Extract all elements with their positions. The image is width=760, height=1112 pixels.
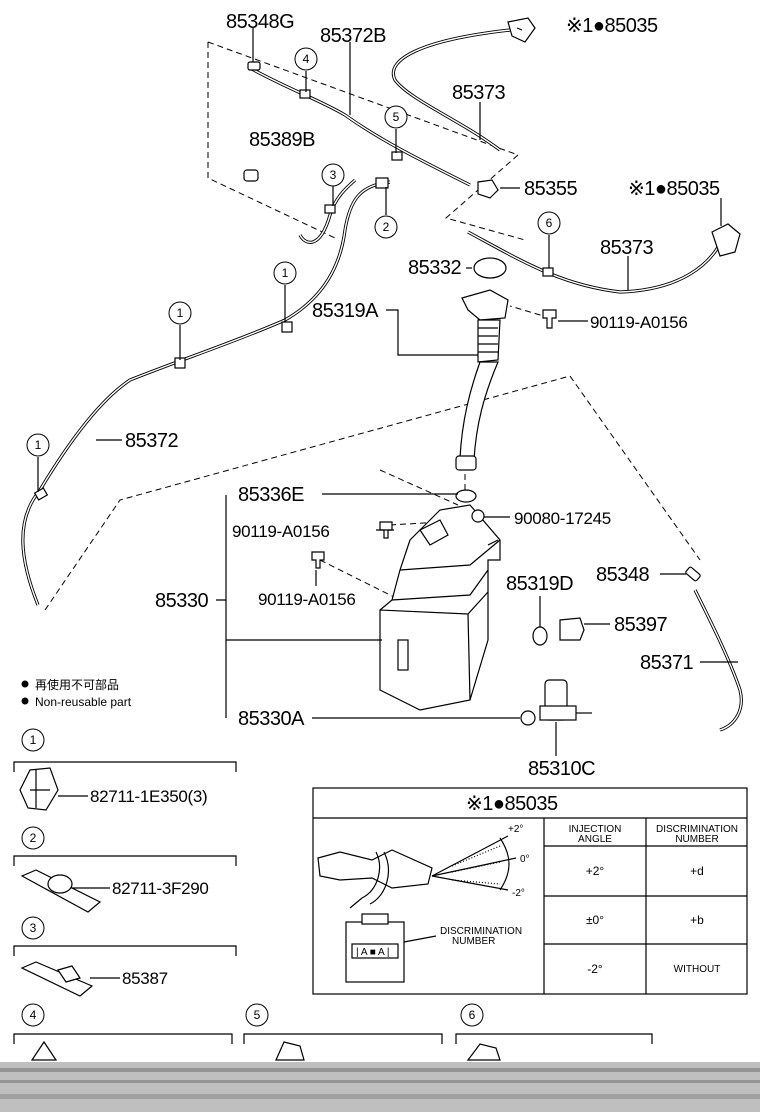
part-labels: 85348G 85372B ※1●85035 85373 85389B 8535…: [125, 11, 720, 780]
label-85371: 85371: [640, 652, 693, 674]
angle-plus: +2°: [508, 824, 523, 835]
svg-text:1: 1: [282, 266, 289, 280]
label-85389b: 85389B: [249, 129, 315, 151]
grommet-85319d: [532, 626, 548, 646]
bottom-scan-noise: [0, 1062, 760, 1112]
clip-detail-5: 5: [243, 1003, 443, 1061]
nozzle-85035-right: [711, 223, 741, 257]
row1-angle: +2°: [586, 864, 605, 878]
row1-number: +d: [690, 864, 704, 878]
clip-detail-4: 4: [13, 1003, 233, 1061]
svg-text:1: 1: [177, 306, 184, 320]
sensor-85397: [559, 617, 585, 641]
legend: 再使用不可部品 Non-reusable part: [21, 677, 132, 709]
label-85373-top: 85373: [452, 82, 505, 104]
header-number-l1: DISCRIMINATION: [656, 824, 738, 835]
clip-detail-2: 2 82711-3F290: [13, 826, 237, 913]
label-85348: 85348: [596, 564, 649, 586]
legend-english: Non-reusable part: [35, 695, 132, 709]
label-85348g: 85348G: [226, 11, 294, 33]
row3-angle: -2°: [587, 962, 603, 976]
label-90119-a0156-b: 90119-A0156: [232, 522, 330, 541]
bolt-90119-a: [542, 309, 557, 329]
clip-2-part: 82711-3F290: [112, 879, 209, 898]
label-85330a: 85330A: [238, 708, 305, 730]
disc-mark: | A ■ A |: [356, 947, 389, 958]
label-85355: 85355: [524, 178, 577, 200]
hose-85373-top: [391, 28, 511, 152]
svg-text:6: 6: [546, 216, 553, 230]
disc-label-l2: NUMBER: [452, 936, 495, 947]
svg-text:2: 2: [30, 831, 37, 845]
svg-text:4: 4: [30, 1008, 37, 1022]
row2-angle: ±0°: [586, 913, 604, 927]
hose-clips: [33, 89, 554, 501]
row2-number: +b: [690, 913, 704, 927]
label-85319a: 85319A: [312, 300, 379, 322]
angle-minus: -2°: [512, 888, 525, 899]
label-85319d: 85319D: [506, 573, 573, 595]
label-85330: 85330: [155, 590, 208, 612]
svg-text:2: 2: [383, 220, 390, 234]
hose-85373-right: [467, 230, 724, 294]
clip-detail-6: 6: [455, 1003, 653, 1061]
label-85336e: 85336E: [238, 484, 304, 506]
filler-neck: [455, 257, 509, 503]
label-85332: 85332: [408, 257, 461, 279]
label-85035-right: ※1●85035: [628, 178, 720, 200]
label-85397: 85397: [614, 614, 667, 636]
hose-85372b: [249, 66, 471, 187]
svg-text:5: 5: [393, 110, 400, 124]
svg-text:5: 5: [254, 1008, 261, 1022]
nozzle-85035-top: [507, 17, 536, 43]
angle-zero: 0°: [520, 854, 530, 865]
svg-text:1: 1: [30, 733, 37, 747]
label-85310c: 85310C: [528, 758, 595, 780]
label-90119-a0156-a: 90119-A0156: [590, 313, 688, 332]
label-85372b: 85372B: [320, 25, 386, 47]
clip-1-part: 82711-1E350(3): [90, 787, 207, 806]
reservoir-85330: [379, 504, 501, 711]
row3-number: WITHOUT: [674, 964, 721, 975]
svg-text:1: 1: [35, 438, 42, 452]
svg-text:3: 3: [30, 921, 37, 935]
label-85035-top: ※1●85035: [566, 15, 658, 37]
pump-85310c: [539, 679, 592, 721]
nozzle-table: ※1●85035 INJECTION ANGLE DISCRIMINATION …: [312, 787, 748, 995]
connector-85355: [477, 179, 499, 199]
label-90119-a0156-c: 90119-A0156: [258, 590, 356, 609]
legend-japanese: 再使用不可部品: [35, 677, 119, 692]
cap-85330a: [520, 710, 536, 726]
header-angle-l2: ANGLE: [578, 834, 612, 845]
callout-markers: 1 1 1 2 3 4 5 6: [26, 47, 561, 492]
svg-text:3: 3: [330, 168, 337, 182]
header-number-l2: NUMBER: [675, 834, 718, 845]
clip-85389b: [243, 169, 259, 182]
svg-text:4: 4: [303, 52, 310, 66]
leader-lines: [96, 28, 738, 756]
label-85372: 85372: [125, 430, 178, 452]
nut-90080: [471, 509, 485, 523]
label-90080-17245: 90080-17245: [514, 509, 611, 528]
clip-detail-3: 3 85387: [13, 916, 237, 997]
connector-85348g: [247, 61, 261, 71]
disc-label-l1: DISCRIMINATION: [440, 926, 522, 937]
table-title: ※1●85035: [466, 793, 558, 815]
svg-text:6: 6: [469, 1008, 476, 1022]
connector-85348: [685, 566, 701, 582]
hose-85372: [21, 180, 391, 606]
clip-3-part: 85387: [122, 969, 168, 988]
label-85373-right: 85373: [600, 237, 653, 259]
bolt-90119-c: [311, 551, 325, 569]
header-angle-l1: INJECTION: [569, 824, 622, 835]
hose-85389b: [298, 178, 357, 244]
clip-detail-1: 1 82711-1E350(3): [13, 728, 237, 811]
hose-85371: [693, 589, 743, 732]
